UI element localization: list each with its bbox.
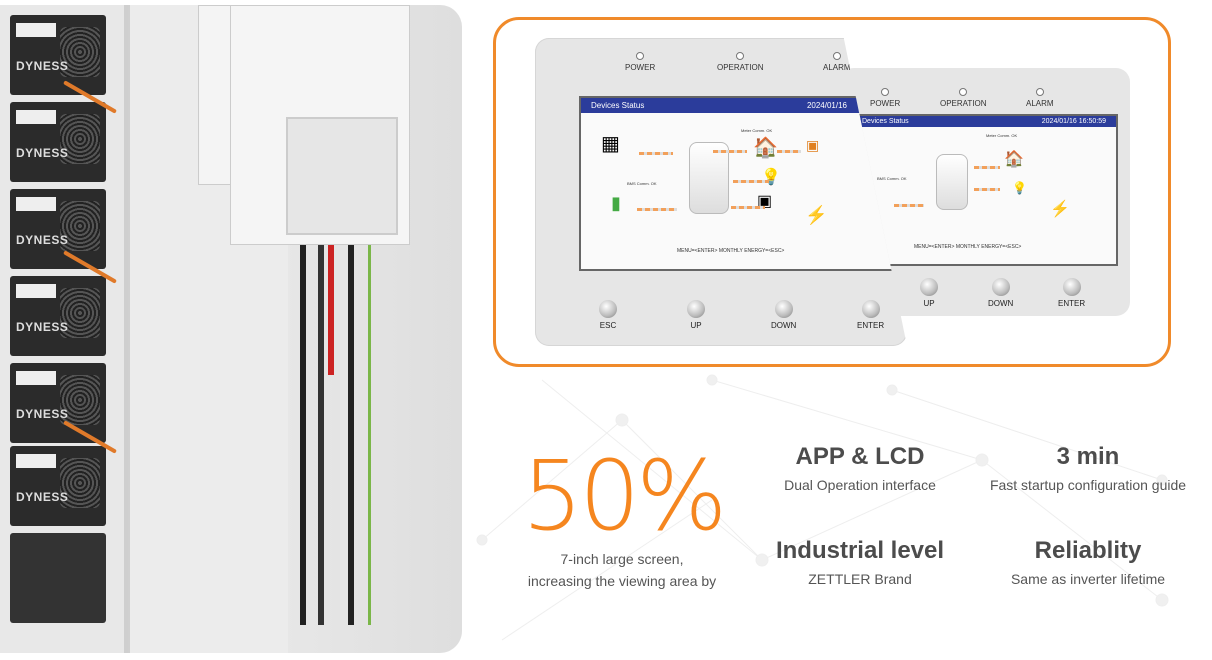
feature-subtitle-startup: Fast startup configuration guide bbox=[989, 477, 1187, 493]
bms-status: BMS Comm. OK bbox=[627, 181, 657, 186]
bms-status: BMS Comm. OK bbox=[877, 176, 907, 181]
screen-title: Devices Status bbox=[862, 118, 909, 125]
led-operation: OPERATION bbox=[940, 88, 987, 108]
viewing-area-percent: 50% bbox=[522, 440, 727, 552]
inverter-icon bbox=[936, 154, 968, 210]
inverter-icon bbox=[689, 142, 729, 214]
battery-rack: DYNESS DYNESS DYNESS DYNESS DYNESS DYNES… bbox=[0, 5, 128, 653]
down-button[interactable]: DOWN bbox=[988, 278, 1013, 308]
fan-icon bbox=[60, 375, 100, 425]
battery-module: DYNESS bbox=[10, 363, 106, 443]
bulb-icon: 💡 bbox=[1012, 181, 1027, 195]
brand-logo: DYNESS bbox=[16, 407, 69, 421]
feature-title-industrial: Industrial level bbox=[775, 537, 945, 564]
fan-icon bbox=[60, 288, 100, 338]
battery-module: DYNESS bbox=[10, 276, 106, 356]
fan-icon bbox=[60, 201, 100, 251]
brand-logo: DYNESS bbox=[16, 59, 69, 73]
screen-footer: MENU=<ENTER> MONTHLY ENERGY=<ESC> bbox=[914, 244, 1022, 250]
battery-module: DYNESS bbox=[10, 15, 106, 95]
feature-title-startup: 3 min bbox=[1056, 443, 1120, 470]
esc-button[interactable]: ESC bbox=[599, 300, 617, 330]
lcd-feature-frame bbox=[493, 17, 1171, 367]
screen-footer: MENU=<ENTER> MONTHLY ENERGY=<ESC> bbox=[677, 248, 785, 254]
solar-panel-icon: ▦ bbox=[601, 133, 620, 155]
up-button[interactable]: UP bbox=[687, 300, 705, 330]
fan-icon bbox=[60, 458, 100, 508]
fan-icon bbox=[60, 114, 100, 164]
bulb-icon: 💡 bbox=[761, 169, 781, 186]
pylon-icon: ⚡ bbox=[1050, 201, 1070, 218]
led-power: POWER bbox=[870, 88, 900, 108]
battery-module: DYNESS bbox=[10, 102, 106, 182]
meter-status: Meter Comm. OK bbox=[741, 128, 773, 133]
junction-box bbox=[286, 117, 398, 235]
enter-button[interactable]: ENTER bbox=[857, 300, 884, 330]
battery-module: DYNESS bbox=[10, 446, 106, 526]
feature-subtitle-app-lcd: Dual Operation interface bbox=[784, 477, 936, 493]
house-icon: 🏠 bbox=[1004, 151, 1024, 168]
fan-icon bbox=[60, 27, 100, 77]
feature-title-app-lcd: APP & LCD bbox=[795, 443, 925, 470]
down-button[interactable]: DOWN bbox=[771, 300, 796, 330]
screen-title: Devices Status bbox=[591, 101, 645, 110]
brand-logo: DYNESS bbox=[16, 490, 69, 504]
up-button[interactable]: UP bbox=[920, 278, 938, 308]
meter-icon: ▣ bbox=[806, 137, 820, 153]
highlight-caption: 7-inch large screen,increasing the viewi… bbox=[527, 551, 717, 589]
feature-subtitle-industrial: ZETTLER Brand bbox=[808, 571, 912, 587]
lcd-screen: Devices Status 2024/01/16 16:50:59 Meter … bbox=[850, 114, 1118, 266]
led-alarm: ALARM bbox=[1026, 88, 1054, 108]
battery-cabinet-photo: DYNESS DYNESS DYNESS DYNESS DYNESS DYNES… bbox=[0, 5, 462, 653]
screen-date: 2024/01/16 16:50:59 bbox=[1041, 118, 1106, 125]
lcd-panel-front: POWER OPERATION ALARM Devices Status 2024… bbox=[535, 38, 907, 346]
led-alarm: ALARM bbox=[823, 52, 851, 72]
led-operation: OPERATION bbox=[717, 52, 764, 72]
battery-module: DYNESS bbox=[10, 189, 106, 269]
feature-subtitle-reliability: Same as inverter lifetime bbox=[1010, 571, 1166, 587]
pylon-icon: ⚡ bbox=[805, 205, 828, 225]
network-background-pattern bbox=[476, 374, 1169, 641]
led-power: POWER bbox=[625, 52, 655, 72]
screen-date: 2024/01/16 bbox=[806, 101, 847, 110]
brand-logo: DYNESS bbox=[16, 146, 69, 160]
bms-module bbox=[10, 533, 106, 623]
generator-icon: ▣ bbox=[757, 193, 773, 210]
enter-button[interactable]: ENTER bbox=[1058, 278, 1085, 308]
brand-logo: DYNESS bbox=[16, 233, 69, 247]
battery-icon: ▮ bbox=[611, 193, 621, 213]
meter-status: Meter Comm. OK bbox=[986, 133, 1018, 138]
house-icon: 🏠 bbox=[753, 137, 778, 159]
feature-title-reliability: Reliablity bbox=[1034, 537, 1142, 564]
brand-logo: DYNESS bbox=[16, 320, 69, 334]
